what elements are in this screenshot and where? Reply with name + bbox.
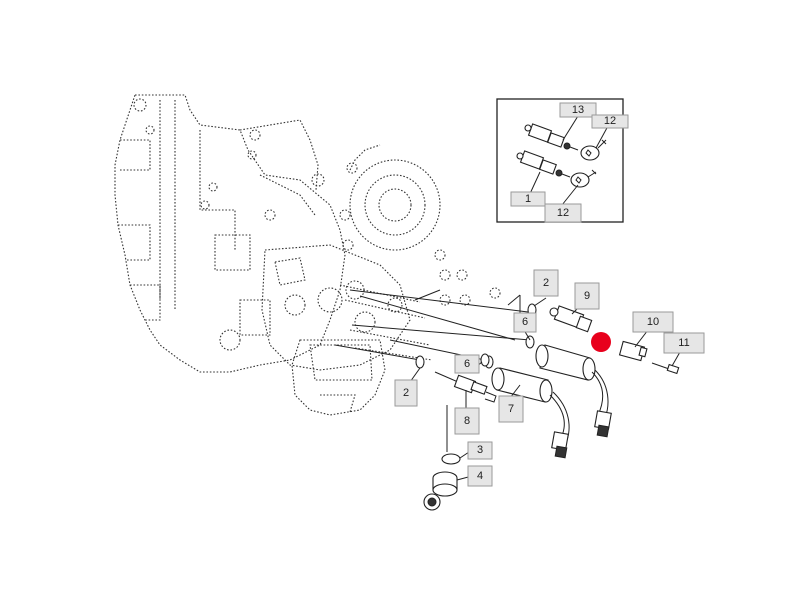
o-ring-3 xyxy=(441,453,461,465)
svg-text:2: 2 xyxy=(543,277,549,289)
o-ring-6 xyxy=(480,353,490,367)
callout-8: 8 xyxy=(454,407,480,435)
svg-text:7: 7 xyxy=(508,403,514,415)
callout-13: 13 xyxy=(559,102,597,118)
callout-11: 11 xyxy=(663,332,705,354)
svg-text:2: 2 xyxy=(403,387,409,399)
svg-text:11: 11 xyxy=(678,337,689,349)
callout-3: 3 xyxy=(467,441,493,460)
svg-text:12: 12 xyxy=(604,115,616,127)
svg-text:6: 6 xyxy=(522,316,528,328)
plug-4 xyxy=(423,471,458,511)
callout-7: 7 xyxy=(498,395,524,423)
svg-text:8: 8 xyxy=(464,415,470,427)
callout-12-inset-top: 12 xyxy=(591,114,629,129)
callout-2-upper: 2 xyxy=(533,269,559,297)
connector-10 xyxy=(618,340,648,362)
svg-text:4: 4 xyxy=(477,470,483,482)
sensor-13-inset xyxy=(524,123,579,151)
svg-text:9: 9 xyxy=(584,290,590,302)
transmission-housing xyxy=(114,94,501,416)
svg-text:1: 1 xyxy=(525,193,531,205)
svg-text:13: 13 xyxy=(572,104,584,116)
sensor-1-inset xyxy=(516,150,571,178)
highlight-marker[interactable] xyxy=(591,332,611,352)
washer-12-inset-top xyxy=(580,139,607,161)
callout-6-lower: 6 xyxy=(454,354,480,374)
sensor-9 xyxy=(549,305,593,333)
washer-12-inset-bottom xyxy=(570,169,597,188)
svg-text:3: 3 xyxy=(477,444,483,456)
solenoid-upper xyxy=(535,344,612,438)
svg-text:12: 12 xyxy=(557,207,569,219)
callout-9: 9 xyxy=(574,282,600,310)
callout-12-inset-bottom: 12 xyxy=(544,203,582,223)
callout-1: 1 xyxy=(510,191,546,207)
solenoid-7 xyxy=(484,355,570,459)
pin-11 xyxy=(651,362,680,375)
sender-8 xyxy=(434,371,497,403)
callout-10: 10 xyxy=(632,311,674,333)
svg-text:6: 6 xyxy=(464,358,470,370)
callout-6-upper: 6 xyxy=(513,312,537,333)
callout-4: 4 xyxy=(467,465,493,487)
explode-lines xyxy=(334,289,531,361)
svg-text:10: 10 xyxy=(647,316,659,328)
o-ring-2-lower xyxy=(415,355,425,369)
callout-2-lower: 2 xyxy=(394,379,418,407)
